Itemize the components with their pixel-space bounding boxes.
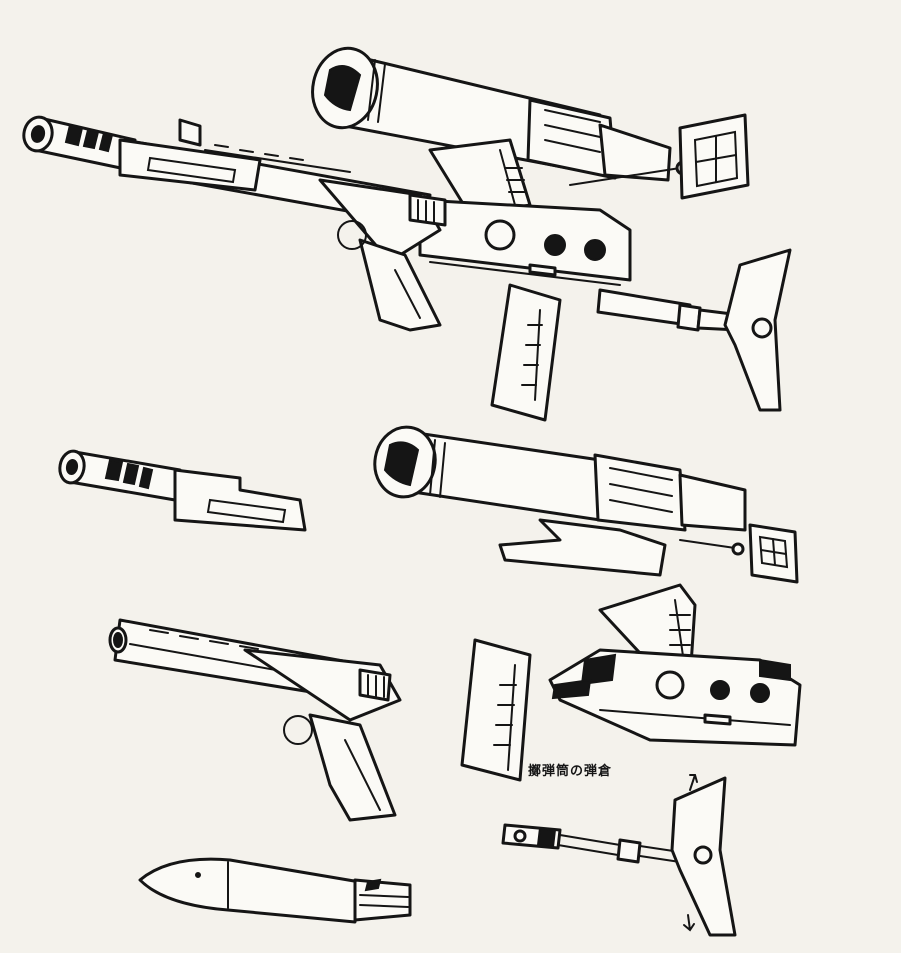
stock-part	[501, 774, 737, 937]
magazine-part	[460, 638, 532, 782]
assembled-weapon	[22, 46, 792, 422]
rifle-grip	[318, 178, 447, 332]
launcher-tube	[311, 46, 750, 200]
pistol-part	[108, 618, 402, 822]
barrel-handguard-part	[58, 449, 307, 532]
rifle-magazine	[490, 283, 562, 422]
launcher-mount	[418, 138, 632, 286]
rifle-stock	[596, 248, 792, 412]
magazine-caption: 擲弾筒の弾倉	[528, 764, 613, 779]
grenade-part	[138, 857, 412, 924]
receiver-part	[548, 583, 802, 747]
detached-launcher	[373, 425, 799, 584]
